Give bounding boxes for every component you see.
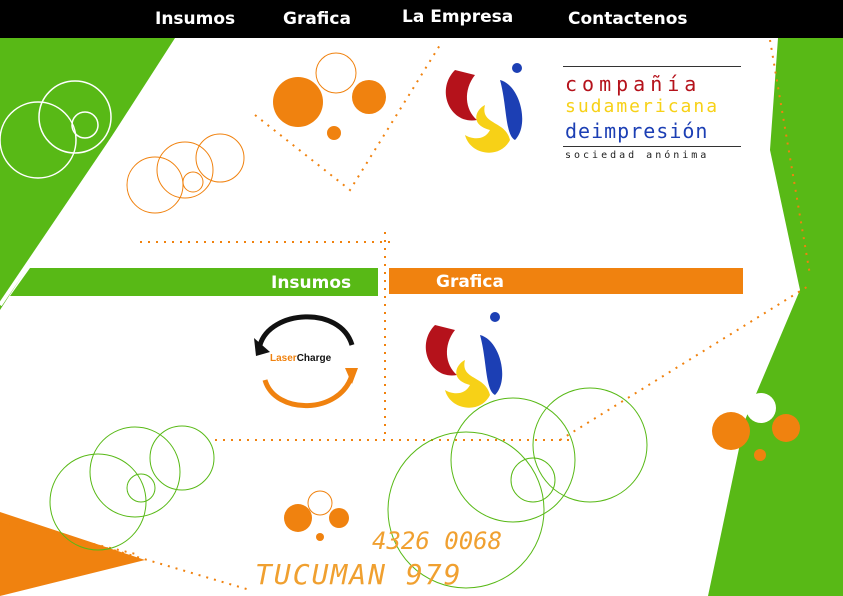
circle-green-6 [450,397,576,523]
orange-triangle-bottom-left [0,512,145,596]
company-name-line3: deimpresión [565,119,709,143]
circle-green-4 [126,473,156,503]
circle-green-1 [49,453,147,551]
dot-orange-1 [273,77,323,127]
banner-grafica[interactable]: Grafica [389,268,743,294]
circle-orange-2 [156,141,214,199]
circle-white-3 [71,111,99,139]
street-address: TUCUMAN 979 [255,558,463,591]
dot-orange-8 [772,414,800,442]
dot-orange-7 [712,412,750,450]
circle-green-5 [387,431,545,589]
dotted-line-6 [559,284,811,441]
circle-green-2 [89,426,181,518]
company-name-line1: compañía [565,72,702,96]
circle-orange-5 [315,52,357,94]
green-shape-right [708,38,843,596]
circle-green-3 [149,425,215,491]
phone-number: 4326 0068 [372,527,503,555]
top-navigation-bar [0,0,843,38]
ssi-logo-small [425,312,503,408]
dot-orange-2 [352,80,386,114]
dot-orange-4 [284,504,312,532]
nav-grafica[interactable]: Grafica [283,9,351,29]
circle-orange-4 [182,171,204,193]
circle-orange-6 [307,490,333,516]
lasercharge-laser: Laser [270,353,297,364]
circle-white-2 [38,80,112,154]
dot-orange-3 [327,126,341,140]
banner-grafica-label: Grafica [436,272,504,292]
dot-orange-9 [754,449,766,461]
circle-orange-3 [195,133,245,183]
lasercharge-charge: Charge [296,353,332,364]
dot-orange-5 [329,508,349,528]
company-name-line4: sociedad anónima [565,150,710,161]
circle-orange-1 [126,156,184,214]
ssi-logo-large [445,63,523,153]
dotted-line-1 [254,44,441,192]
white-stripe-left [0,40,180,307]
dot-white-1 [746,393,776,423]
lasercharge-logo[interactable]: LaserCharge [270,353,331,364]
logo-rule-bottom [563,146,741,147]
nav-la-empresa[interactable]: La Empresa [402,7,514,27]
nav-contactenos[interactable]: Contactenos [568,9,688,29]
logo-rule-top [563,66,741,67]
banner-insumos-label: Insumos [271,273,352,293]
green-shape-mid [10,268,378,296]
company-name-line2: sudamericana [565,96,720,117]
lasercharge-swoosh [254,314,358,409]
circle-white-1 [0,101,77,179]
dot-orange-6 [316,533,324,541]
circle-green-8 [510,457,556,503]
nav-insumos[interactable]: Insumos [155,9,236,29]
circle-green-7 [532,387,648,503]
